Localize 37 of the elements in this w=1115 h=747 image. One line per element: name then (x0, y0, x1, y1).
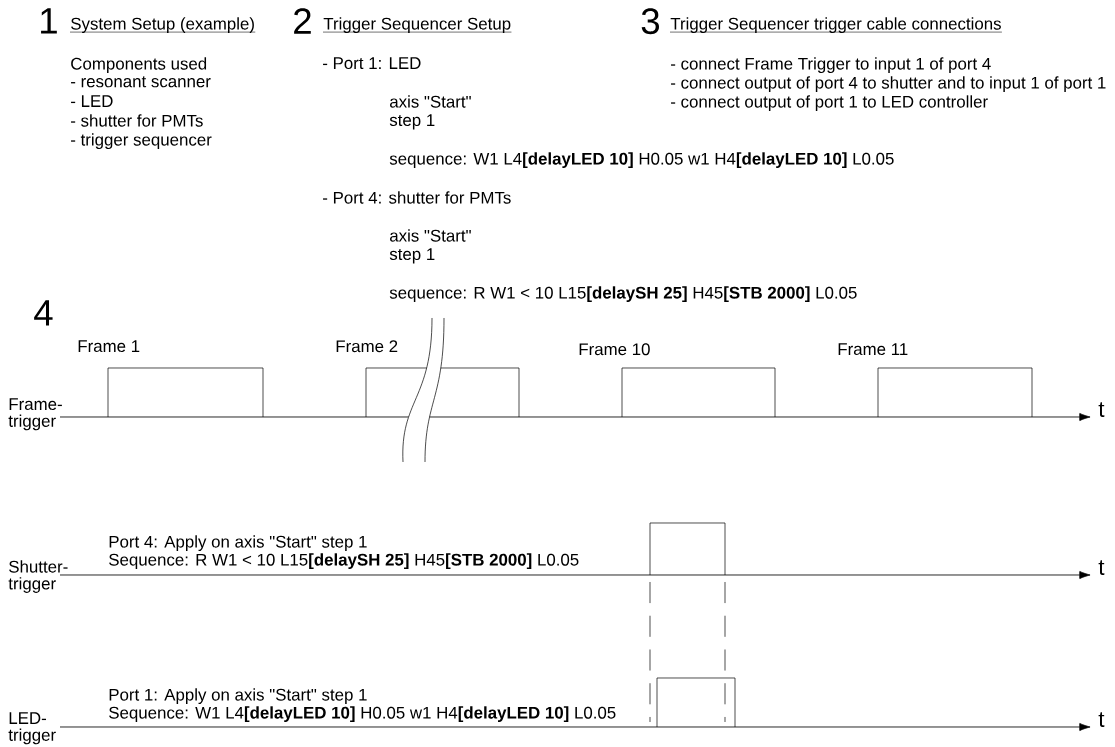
frame-label: Frame 10 (579, 343, 650, 356)
list-item: - trigger sequencer (71, 133, 212, 149)
signal-label: Frame- trigger (8, 398, 62, 431)
frame-label: Frame 11 (838, 343, 908, 356)
list-item: - resonant scanner (71, 76, 211, 88)
section-heading: Trigger Sequencer Setup (322, 17, 512, 33)
section-number: 4 (34, 300, 53, 326)
section-number: 2 (294, 8, 311, 34)
section-heading: Trigger Sequencer trigger cable connections (669, 17, 1003, 33)
signal-label: Shutter- trigger (8, 560, 68, 593)
section-number: 3 (641, 8, 659, 35)
sequence-text: sequence: R W1 < 10 L15[delaySH 25] H45[STB 2000] L0.05 (389, 286, 857, 302)
list-item: - connect Frame Trigger to input 1 of port 4 (671, 57, 991, 73)
list-item: Components used (71, 57, 207, 73)
list-item: - connect output of port 1 to LED controller (671, 95, 988, 111)
list-item: - connect output of port 4 to shutter and to input 1 of port 1 (671, 76, 1106, 92)
list-item: - Port 1: LED (323, 57, 421, 70)
list-item: - shutter for PMTs (71, 114, 203, 127)
axis-label: t (1098, 402, 1105, 417)
list-item: - Port 4: shutter for PMTs (323, 191, 511, 204)
setting-text: step 1 (389, 248, 435, 264)
setting-text: axis "Start" (390, 95, 471, 108)
setting-text: step 1 (389, 114, 435, 130)
frame-label: Frame 1 (78, 340, 140, 353)
frame-label: Frame 2 (336, 340, 398, 353)
section-heading: System Setup (example) (69, 17, 256, 33)
axis-label: t (1098, 560, 1105, 575)
sequence-text: Sequence: R W1 < 10 L15[delaySH 25] H45[STB 2000] L0.05 (109, 553, 579, 569)
sequence-text: Sequence: W1 L4[delayLED 10] H0.05 w1 H4[delayLED 10] L0.05 (109, 706, 616, 722)
signal-label: LED- trigger (8, 712, 56, 745)
axis-label: t (1098, 712, 1105, 727)
list-item: - LED (71, 95, 113, 107)
section-number: 1 (41, 8, 57, 34)
setting-text: axis "Start" (390, 229, 471, 242)
sequence-text: Port 4: Apply on axis "Start" step 1 (109, 535, 367, 551)
sequence-text: sequence: W1 L4[delayLED 10] H0.05 w1 H4[delayLED 10] L0.05 (389, 152, 894, 168)
sequence-text: Port 1: Apply on axis "Start" step 1 (109, 688, 367, 704)
